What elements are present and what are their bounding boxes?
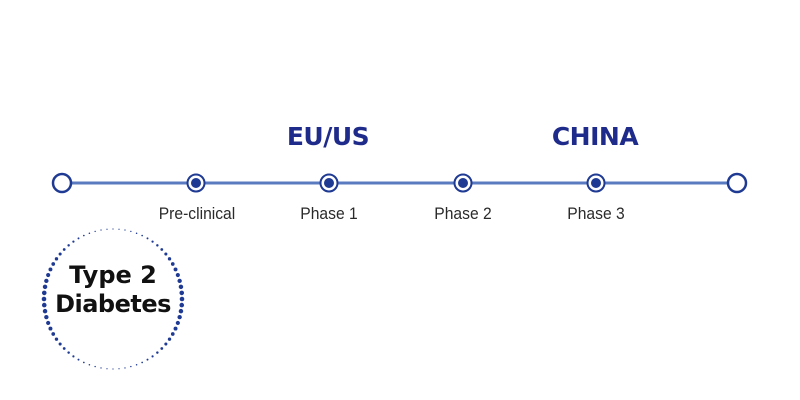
ring-dot <box>46 320 51 326</box>
region-label-china: CHINA <box>551 122 639 151</box>
ring-dot <box>151 240 154 243</box>
ring-dot <box>170 262 175 266</box>
stage-label-phase-3: Phase 3 <box>567 204 625 223</box>
ring-dot <box>135 232 138 234</box>
ring-dot <box>178 308 184 314</box>
ring-dot <box>179 302 185 308</box>
ring-dot <box>100 229 102 231</box>
ring-dot <box>67 244 70 247</box>
ring-dot <box>178 284 184 290</box>
timeline-start-node <box>51 172 73 194</box>
ring-dot <box>72 355 75 358</box>
stage-label-preclinical: Pre-clinical <box>158 204 236 223</box>
ring-dot <box>175 320 180 326</box>
ring-dot <box>82 234 85 237</box>
ring-dot <box>41 290 47 296</box>
indication-badge: Type 2 Diabetes <box>40 227 190 372</box>
ring-dot <box>160 347 164 350</box>
ring-dot <box>118 368 120 370</box>
badge-line-2: Diabetes <box>55 290 171 318</box>
ring-dot <box>54 257 59 261</box>
timeline-end-node <box>726 172 748 194</box>
ring-dot <box>112 368 114 370</box>
ring-dot <box>62 248 66 251</box>
ring-dot <box>46 272 51 278</box>
ring-dot <box>151 355 154 358</box>
ring-dot <box>118 228 120 230</box>
ring-dot <box>58 252 62 256</box>
ring-dot <box>54 337 59 341</box>
ring-dot <box>100 367 102 369</box>
ring-dot <box>112 228 114 230</box>
ring-dot <box>42 308 48 314</box>
ring-dot <box>48 326 53 331</box>
stage-node-phase-3 <box>586 173 606 193</box>
ring-dot <box>42 284 48 290</box>
ring-dot <box>173 326 178 331</box>
ring-dot <box>77 358 80 361</box>
ring-dot <box>167 337 172 341</box>
ring-dot <box>156 351 159 354</box>
region-label-eu-us: EU/US <box>286 122 370 151</box>
stage-node-phase-2 <box>453 173 473 193</box>
stage-node-preclinical <box>186 173 206 193</box>
ring-dot <box>179 296 185 302</box>
ring-dot <box>164 252 168 256</box>
ring-dot <box>177 278 182 284</box>
ring-dot <box>67 351 70 354</box>
stage-node-phase-1 <box>319 173 339 193</box>
ring-dot <box>130 230 132 233</box>
ring-dot <box>146 237 149 240</box>
ring-dot <box>48 267 53 272</box>
stage-label-phase-1: Phase 1 <box>300 204 358 223</box>
ring-dot <box>106 228 108 230</box>
ring-dot <box>170 332 175 336</box>
ring-dot <box>41 296 47 302</box>
ring-dot <box>141 234 144 237</box>
ring-dot <box>77 237 80 240</box>
ring-dot <box>167 257 172 261</box>
ring-dot <box>51 262 56 266</box>
ring-dot <box>88 364 91 366</box>
ring-dot <box>72 240 75 243</box>
ring-dot <box>88 232 91 234</box>
ring-dot <box>41 302 47 308</box>
ring-dot <box>51 332 56 336</box>
ring-dot <box>177 314 182 320</box>
dotted-ring <box>41 228 185 370</box>
ring-dot <box>44 278 49 284</box>
ring-dot <box>156 244 159 247</box>
ring-dot <box>160 248 164 251</box>
ring-dot <box>141 361 144 364</box>
ring-dot <box>135 364 138 366</box>
ring-dot <box>130 365 132 368</box>
stage-label-phase-2: Phase 2 <box>434 204 492 223</box>
ring-dot <box>44 314 49 320</box>
ring-dot <box>94 365 96 368</box>
ring-dot <box>58 342 62 346</box>
badge-line-1: Type 2 <box>69 261 157 289</box>
ring-dot <box>173 267 178 272</box>
ring-dot <box>82 361 85 364</box>
ring-dot <box>62 347 66 350</box>
ring-dot <box>106 368 108 370</box>
ring-dot <box>179 290 185 296</box>
ring-dot <box>124 367 126 369</box>
ring-dot <box>124 229 126 231</box>
ring-dot <box>146 358 149 361</box>
ring-dot <box>175 272 180 278</box>
ring-dot <box>94 230 96 233</box>
ring-dot <box>164 342 168 346</box>
